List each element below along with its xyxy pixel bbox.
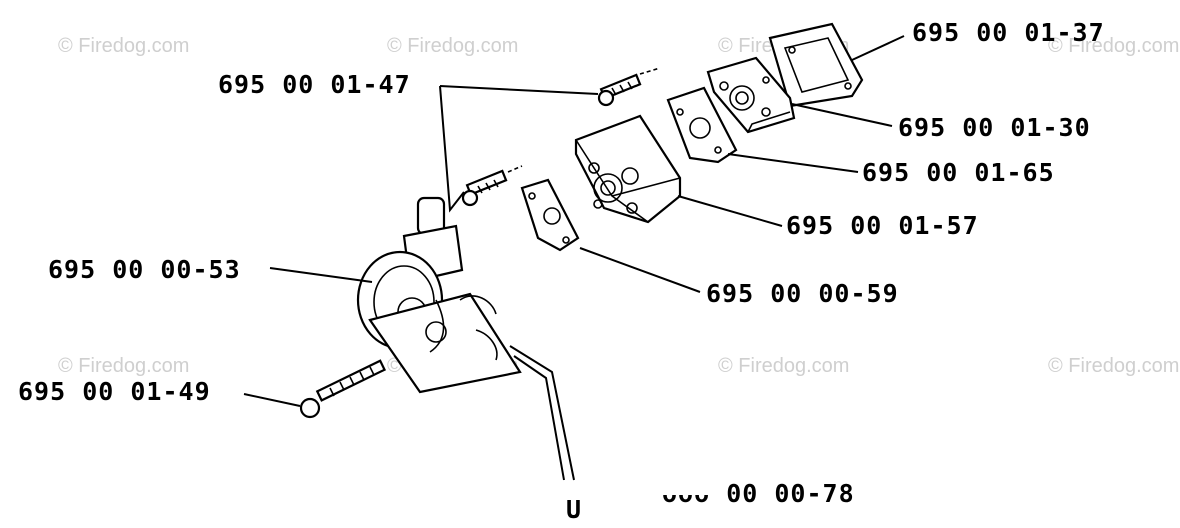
screw-part — [597, 67, 661, 107]
part-number-label: 695 00 01-37 — [912, 18, 1105, 47]
choke-rod-part — [509, 345, 575, 481]
watermark: © Firedog.com — [1048, 35, 1179, 57]
watermark: © Firedog.com — [58, 35, 189, 57]
part-number-label: ᴗᴗᴗ 00 00-78 — [662, 479, 855, 508]
insulator-block-part — [574, 114, 682, 224]
top-gasket-part — [768, 22, 864, 108]
leader-line — [851, 35, 905, 61]
watermark: © Firedog.com — [1048, 355, 1179, 377]
part-number-fragment: U — [566, 495, 582, 524]
leader-line — [677, 195, 783, 227]
part-number-label: 695 00 00-53 — [48, 255, 241, 284]
leader-line — [727, 153, 859, 173]
leader-line — [269, 267, 373, 283]
screw-part — [461, 165, 523, 207]
leader-line — [439, 85, 599, 95]
carburetor-part — [356, 196, 522, 394]
part-number-label: 695 00 01-47 — [218, 70, 411, 99]
leader-line — [243, 393, 301, 407]
watermark: © Firedog.com — [387, 35, 518, 57]
leader-line — [579, 247, 701, 293]
small-gasket-part — [520, 178, 580, 252]
mid-gasket-part — [666, 86, 738, 164]
leader-line — [791, 103, 893, 127]
watermark: © Firedog.com — [58, 355, 189, 377]
flange-part — [706, 56, 796, 134]
part-number-label: 695 00 01-57 — [786, 211, 979, 240]
part-number-label: 695 00 01-65 — [862, 158, 1055, 187]
part-number-label: 695 00 00-59 — [706, 279, 899, 308]
leader-line — [439, 85, 465, 213]
watermark: © Firedog.com — [718, 355, 849, 377]
long-screw-part — [299, 359, 387, 419]
part-number-label: 695 00 01-30 — [898, 113, 1091, 142]
part-number-label: 695 00 01-49 — [18, 377, 211, 406]
